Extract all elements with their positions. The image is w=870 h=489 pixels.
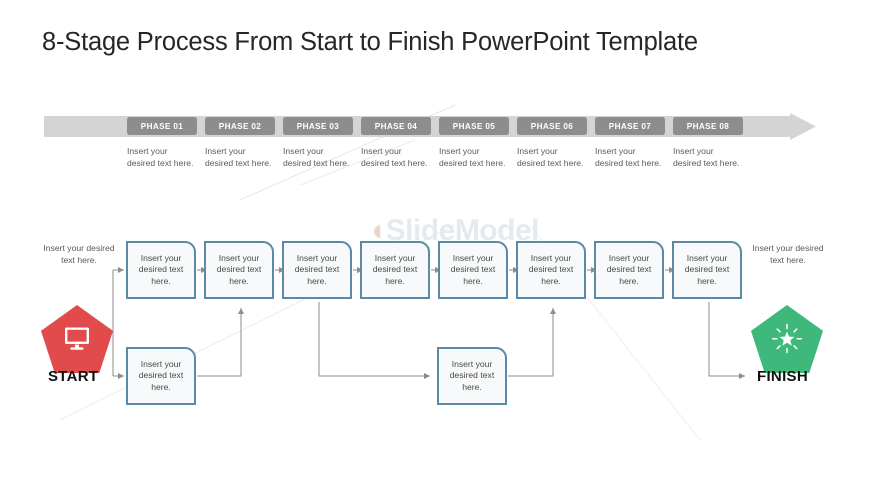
phase-description-8: Insert your desired text here. xyxy=(673,146,740,168)
watermark-dot: ◖ xyxy=(368,214,386,247)
start-pentagon[interactable] xyxy=(41,305,113,373)
phase-badge-5[interactable]: PHASE 05 xyxy=(439,117,509,135)
finish-pentagon[interactable] xyxy=(751,305,823,373)
process-box-top-8[interactable]: Insert your desired text here. xyxy=(672,241,742,299)
process-box-top-1-text: Insert your desired text here. xyxy=(138,252,184,286)
process-box-bottom-1[interactable]: Insert your desired text here. xyxy=(126,347,196,405)
phase-description-7: Insert your desired text here. xyxy=(595,146,662,168)
phase-badge-4[interactable]: PHASE 04 xyxy=(361,117,431,135)
page-title: 8-Stage Process From Start to Finish Pow… xyxy=(42,28,698,56)
phase-description-1: Insert your desired text here. xyxy=(127,146,194,168)
process-box-top-1[interactable]: Insert your desired text here. xyxy=(126,241,196,299)
phase-description-5: Insert your desired text here. xyxy=(439,146,506,168)
process-box-top-4-text: Insert your desired text here. xyxy=(372,252,418,286)
phase-badge-3[interactable]: PHASE 03 xyxy=(283,117,353,135)
start-side-text: Insert your desired text here. xyxy=(43,243,115,265)
phase-badge-2[interactable]: PHASE 02 xyxy=(205,117,275,135)
phase-description-3: Insert your desired text here. xyxy=(283,146,350,168)
process-box-top-6-text: Insert your desired text here. xyxy=(528,252,574,286)
process-box-top-5-text: Insert your desired text here. xyxy=(450,252,496,286)
process-box-top-4[interactable]: Insert your desired text here. xyxy=(360,241,430,299)
process-box-top-2-text: Insert your desired text here. xyxy=(216,252,262,286)
start-label: START xyxy=(48,368,99,385)
process-box-bottom-2[interactable]: Insert your desired text here. xyxy=(437,347,507,405)
phase-description-2: Insert your desired text here. xyxy=(205,146,272,168)
finish-side-text: Insert your desired text here. xyxy=(752,243,824,265)
process-box-top-5[interactable]: Insert your desired text here. xyxy=(438,241,508,299)
process-box-top-7[interactable]: Insert your desired text here. xyxy=(594,241,664,299)
process-box-top-3-text: Insert your desired text here. xyxy=(294,252,340,286)
process-box-top-7-text: Insert your desired text here. xyxy=(606,252,652,286)
phase-badge-1[interactable]: PHASE 01 xyxy=(127,117,197,135)
finish-label: FINISH xyxy=(757,368,808,385)
phase-description-6: Insert your desired text here. xyxy=(517,146,584,168)
process-box-top-6[interactable]: Insert your desired text here. xyxy=(516,241,586,299)
process-box-bottom-2-text: Insert your desired text here. xyxy=(449,358,495,392)
phase-badge-8[interactable]: PHASE 08 xyxy=(673,117,743,135)
monitor-icon xyxy=(65,327,89,350)
phase-badge-6[interactable]: PHASE 06 xyxy=(517,117,587,135)
process-box-top-2[interactable]: Insert your desired text here. xyxy=(204,241,274,299)
process-box-top-8-text: Insert your desired text here. xyxy=(684,252,730,286)
phase-badge-7[interactable]: PHASE 07 xyxy=(595,117,665,135)
process-box-bottom-1-text: Insert your desired text here. xyxy=(138,358,184,392)
phase-description-4: Insert your desired text here. xyxy=(361,146,428,168)
process-box-top-3[interactable]: Insert your desired text here. xyxy=(282,241,352,299)
star-burst-icon xyxy=(772,323,802,354)
